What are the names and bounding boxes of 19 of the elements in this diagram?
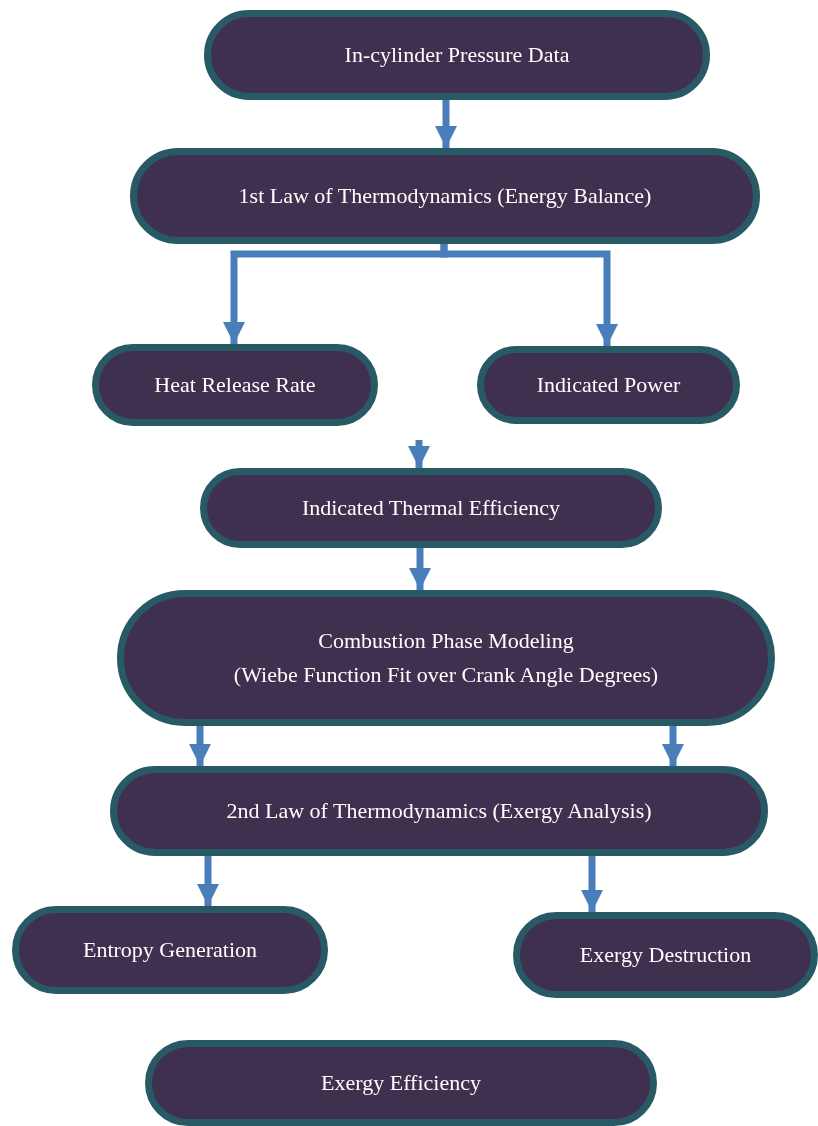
arrow <box>189 724 211 766</box>
arrow <box>197 854 219 906</box>
arrow <box>662 724 684 766</box>
node-label: Exergy Efficiency <box>321 1068 481 1097</box>
arrow <box>409 546 431 590</box>
node-label: Combustion Phase Modeling <box>318 626 574 655</box>
node-label: Heat Release Rate <box>154 370 316 399</box>
node-label: (Wiebe Function Fit over Crank Angle Degrees) <box>233 661 659 689</box>
node-label: Indicated Power <box>536 370 681 399</box>
arrow <box>581 854 603 912</box>
node-label: Exergy Destruction <box>579 940 752 969</box>
node-label: 1st Law of Thermodynamics (Energy Balance) <box>238 181 652 210</box>
node-label: In-cylinder Pressure Data <box>344 40 570 69</box>
node-label: Indicated Thermal Efficiency <box>301 493 561 522</box>
arrow <box>435 98 457 148</box>
node-label: 2nd Law of Thermodynamics (Exergy Analysis) <box>226 796 652 825</box>
arrow <box>440 242 618 346</box>
terminal-box <box>513 912 818 998</box>
node-label: Entropy Generation <box>82 935 258 964</box>
